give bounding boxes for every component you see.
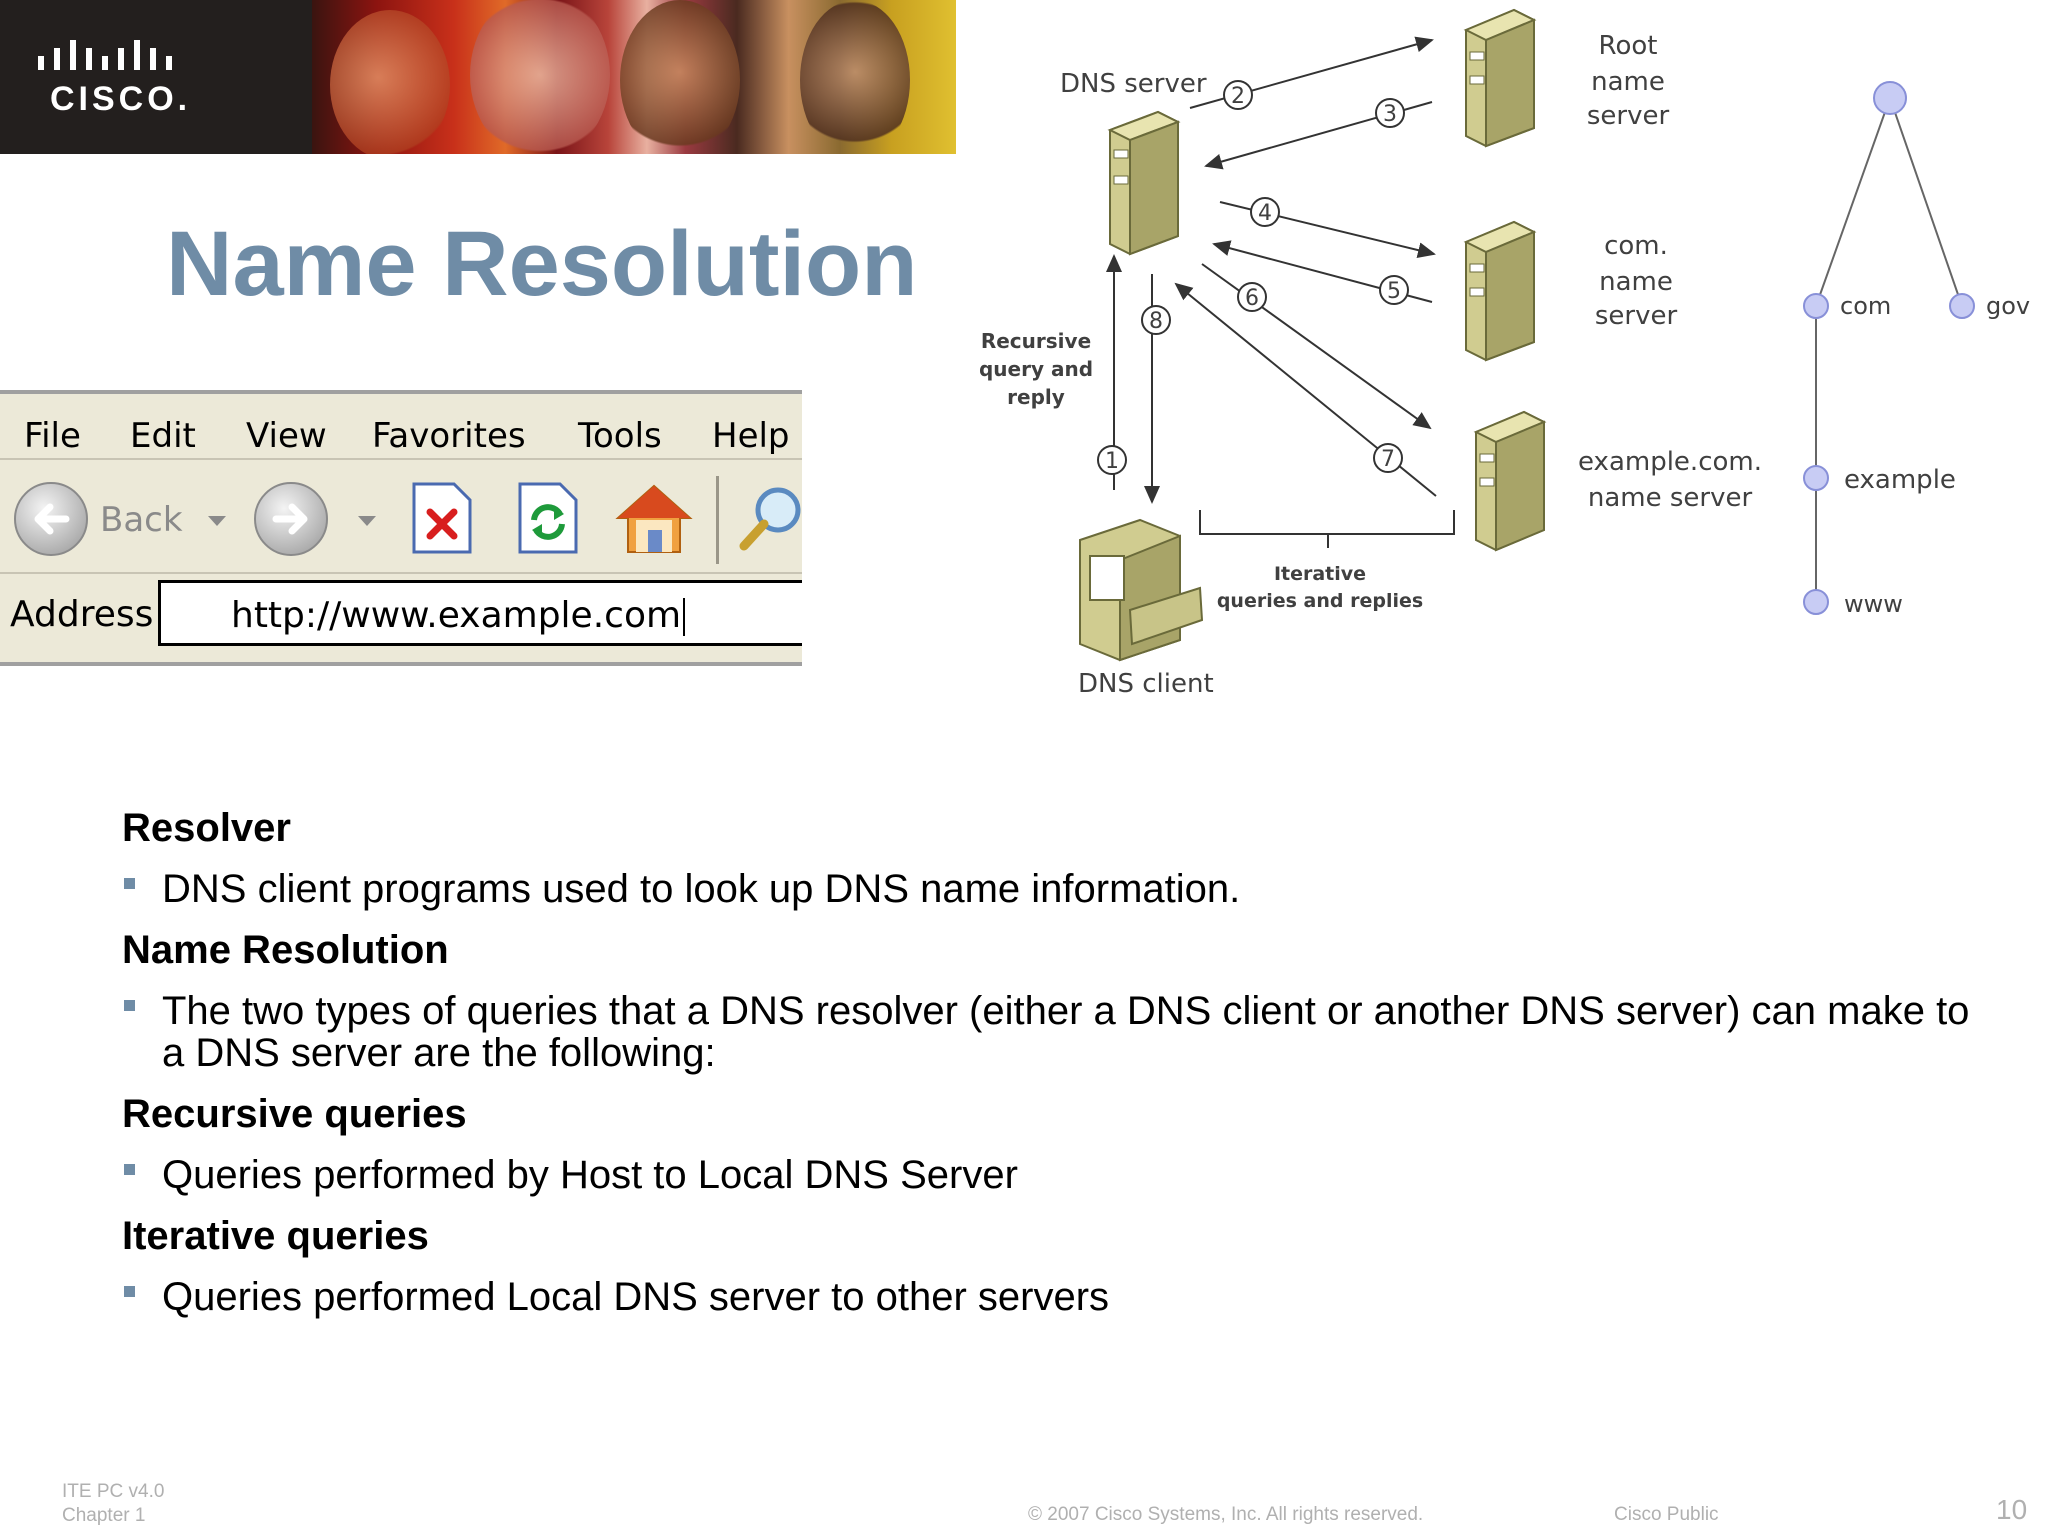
back-button-label[interactable]: Back bbox=[100, 500, 183, 540]
tree-root-node bbox=[1873, 81, 1907, 115]
com-server-label-3: server bbox=[1595, 301, 1678, 331]
page-number: 10 bbox=[1996, 1494, 2028, 1525]
iterative-label-1: Iterative bbox=[1274, 563, 1366, 585]
step-6-label: 6 bbox=[1245, 286, 1259, 311]
address-bar: Address http://www.example.com bbox=[0, 574, 802, 654]
address-input[interactable]: http://www.example.com bbox=[158, 580, 802, 646]
home-icon[interactable] bbox=[614, 480, 694, 556]
menu-item-help[interactable]: Help bbox=[712, 416, 790, 456]
recursive-label-1: Recursive bbox=[981, 329, 1091, 353]
dns-server-icon bbox=[1107, 110, 1181, 256]
section-heading: Recursive queries bbox=[122, 1092, 467, 1136]
dns-client-label: DNS client bbox=[1078, 669, 1214, 699]
bullet-item: Queries performed Local DNS server to ot… bbox=[122, 1276, 1982, 1318]
recursive-label-3: reply bbox=[1007, 385, 1065, 409]
iterative-bracket bbox=[1199, 510, 1455, 548]
section-heading: Iterative queries bbox=[122, 1214, 429, 1258]
section-heading: Name Resolution bbox=[122, 928, 449, 972]
root-name-server-icon bbox=[1463, 8, 1537, 148]
root-server-label-2: name bbox=[1591, 67, 1665, 97]
tree-label-com: com bbox=[1840, 292, 1891, 320]
footer-course: ITE PC v4.0 bbox=[62, 1481, 165, 1502]
footer-classification: Cisco Public bbox=[1614, 1504, 1719, 1525]
browser-toolbar-illustration: File Edit View Favorites Tools Help Back bbox=[0, 390, 802, 666]
forward-arrow-icon[interactable] bbox=[254, 482, 328, 556]
com-server-label-2: name bbox=[1599, 267, 1673, 297]
step-8-label: 8 bbox=[1149, 309, 1163, 334]
browser-toolbar: Back bbox=[0, 460, 802, 574]
com-name-server-icon bbox=[1463, 220, 1537, 362]
root-server-label-3: server bbox=[1587, 101, 1670, 131]
cisco-logo: CISCO. bbox=[0, 0, 312, 154]
step-3-label: 3 bbox=[1383, 102, 1397, 127]
recursive-label-2: query and bbox=[980, 357, 1093, 381]
footer-chapter: Chapter 1 bbox=[62, 1505, 146, 1526]
menu-item-edit[interactable]: Edit bbox=[130, 416, 196, 456]
dns-server-label: DNS server bbox=[1060, 69, 1207, 99]
section-heading: Resolver bbox=[122, 806, 291, 850]
com-server-label-1: com. bbox=[1604, 231, 1668, 261]
example-server-label-1: example.com. bbox=[1578, 447, 1762, 477]
slide-title: Name Resolution bbox=[166, 213, 918, 315]
tree-label-gov: gov bbox=[1986, 292, 2030, 320]
section-resolver: Resolver DNS client programs used to loo… bbox=[122, 804, 1982, 910]
slide-content: Resolver DNS client programs used to loo… bbox=[122, 804, 1982, 1334]
menu-item-view[interactable]: View bbox=[246, 416, 327, 456]
cisco-logo-text: CISCO. bbox=[50, 80, 192, 118]
bullet-square-icon bbox=[124, 1000, 135, 1011]
back-dropdown-icon[interactable] bbox=[208, 516, 226, 526]
section-iterative-queries: Iterative queries Queries performed Loca… bbox=[122, 1212, 1982, 1318]
tree-node-com bbox=[1803, 293, 1829, 319]
example-name-server-icon bbox=[1473, 410, 1547, 552]
bullet-item: Queries performed by Host to Local DNS S… bbox=[122, 1154, 1982, 1196]
stop-icon[interactable] bbox=[410, 480, 474, 556]
bullet-item: DNS client programs used to look up DNS … bbox=[122, 868, 1982, 910]
step-2-label: 2 bbox=[1231, 84, 1245, 109]
cisco-bars-icon bbox=[38, 40, 172, 70]
bullet-square-icon bbox=[124, 1286, 135, 1297]
tree-node-www bbox=[1803, 589, 1829, 615]
section-recursive-queries: Recursive queries Queries performed by H… bbox=[122, 1090, 1982, 1196]
bullet-square-icon bbox=[124, 878, 135, 889]
footer-course-info: ITE PC v4.0 Chapter 1 bbox=[62, 1480, 164, 1528]
tree-label-www: www bbox=[1844, 590, 1903, 618]
iterative-label-2: queries and replies bbox=[1217, 590, 1423, 612]
tree-node-gov bbox=[1949, 293, 1975, 319]
dns-client-computer-icon bbox=[1079, 518, 1204, 662]
menu-bar: File Edit View Favorites Tools Help bbox=[0, 396, 802, 460]
refresh-icon[interactable] bbox=[516, 480, 580, 556]
search-icon[interactable] bbox=[736, 480, 802, 556]
step-7-label: 7 bbox=[1381, 447, 1395, 472]
step-4-label: 4 bbox=[1258, 201, 1272, 226]
address-value[interactable]: http://www.example.com bbox=[231, 595, 686, 636]
footer-copyright: © 2007 Cisco Systems, Inc. All rights re… bbox=[1028, 1504, 1424, 1525]
root-server-label-1: Root bbox=[1599, 31, 1658, 61]
header-banner: CISCO. bbox=[0, 0, 956, 154]
address-label: Address bbox=[10, 594, 154, 635]
bullet-item: The two types of queries that a DNS reso… bbox=[122, 990, 1982, 1074]
menu-item-tools[interactable]: Tools bbox=[578, 416, 662, 456]
section-name-resolution: Name Resolution The two types of queries… bbox=[122, 926, 1982, 1074]
text-caret bbox=[683, 598, 686, 636]
tree-label-example: example bbox=[1844, 465, 1956, 495]
step-1-label: 1 bbox=[1105, 449, 1119, 474]
domain-tree: com gov example www bbox=[1803, 81, 2030, 618]
example-server-label-2: name server bbox=[1588, 483, 1753, 513]
back-arrow-icon[interactable] bbox=[14, 482, 88, 556]
bullet-square-icon bbox=[124, 1164, 135, 1175]
step-5-label: 5 bbox=[1387, 279, 1401, 304]
step-labels: 2 3 4 5 6 7 1 8 bbox=[1097, 80, 1409, 475]
tree-node-example bbox=[1803, 465, 1829, 491]
menu-item-file[interactable]: File bbox=[24, 416, 81, 456]
dns-resolution-diagram: 2 3 4 5 6 7 1 8 DNS server DNS client Ro… bbox=[980, 8, 2030, 699]
menu-item-favorites[interactable]: Favorites bbox=[372, 416, 526, 456]
forward-dropdown-icon[interactable] bbox=[358, 516, 376, 526]
